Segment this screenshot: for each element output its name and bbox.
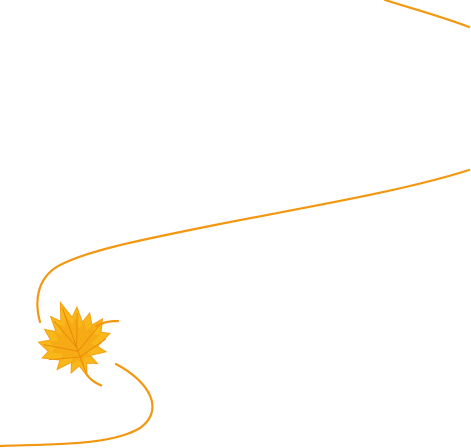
- leaf-vein-right: [77, 323, 101, 352]
- leaf-vein-right-lower: [79, 338, 107, 358]
- maple-leaf-icon: [37, 300, 111, 387]
- leaf-vein-left-lower: [48, 356, 81, 361]
- leaf-stem: [85, 372, 103, 387]
- leaf-vein-left: [43, 344, 79, 352]
- middle-swoosh-line: [36, 168, 471, 324]
- leaf-vein-right-upper: [76, 312, 78, 348]
- bottom-swoosh-line: [0, 362, 154, 448]
- leaf-vein-center: [61, 307, 87, 375]
- leaf-vein-left-upper: [54, 321, 78, 348]
- top-swoosh-line: [383, 0, 471, 29]
- leaf-tendril: [94, 319, 120, 328]
